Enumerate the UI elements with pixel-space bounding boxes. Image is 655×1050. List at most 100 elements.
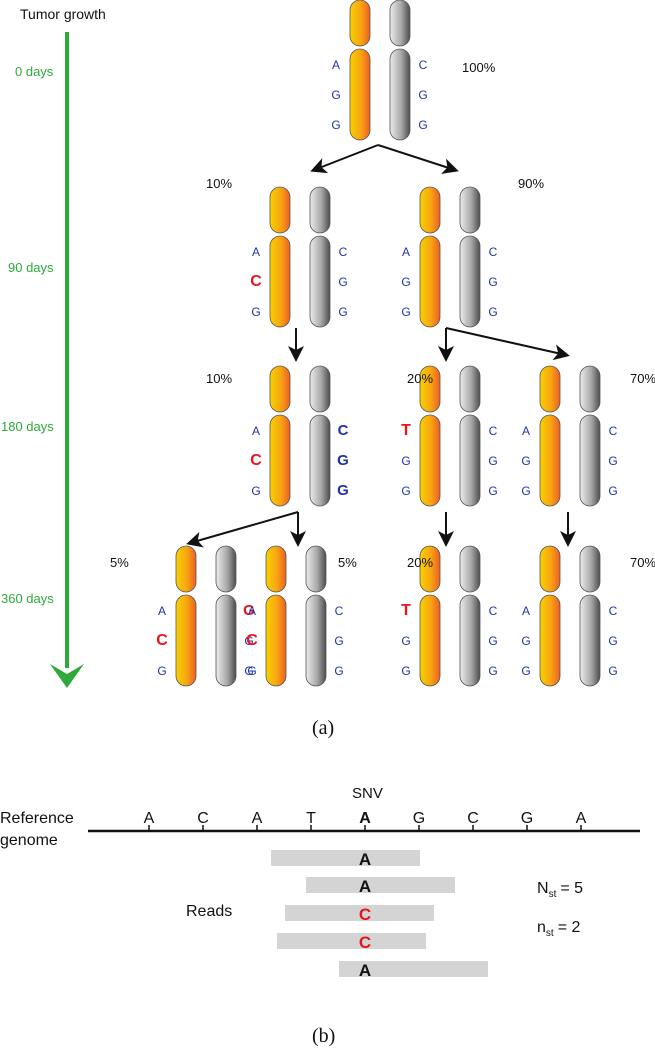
mutated-base: T: [401, 422, 411, 439]
chromosome-maternal-long-arm: [349, 48, 371, 141]
base-label: G: [337, 482, 349, 499]
base-label: A: [522, 604, 530, 618]
read-bar: [277, 933, 426, 949]
base-label: C: [609, 604, 618, 618]
chromosome-maternal: [175, 545, 197, 687]
chromosome-maternal-long-arm: [269, 235, 291, 328]
chromosome-paternal-long-arm: [579, 594, 601, 687]
base-label: C: [609, 424, 618, 438]
reads-label: Reads: [186, 903, 232, 920]
chromosome-paternal-long-arm: [309, 414, 331, 507]
chromosome-maternal: [539, 545, 561, 687]
timeline-arrow-head: [50, 664, 84, 688]
base-label: A: [252, 245, 260, 259]
base-label: G: [338, 275, 347, 289]
chromosome-paternal-short-arm: [579, 545, 601, 593]
reference-base: A: [144, 810, 155, 827]
base-label: G: [488, 454, 497, 468]
base-label: A: [332, 58, 340, 72]
total-reads-value: = 5: [560, 880, 583, 897]
read-variant-base: C: [359, 905, 371, 924]
base-label: G: [608, 454, 617, 468]
mutated-base: C: [156, 632, 168, 649]
mutated-base: C: [250, 452, 262, 469]
base-label: G: [401, 484, 410, 498]
chromosome-maternal-long-arm: [265, 594, 287, 687]
read-base: A: [359, 877, 371, 896]
chromosome-paternal-short-arm: [309, 186, 331, 234]
base-label: G: [488, 275, 497, 289]
clone-percent: 10%: [206, 371, 232, 386]
clone-groups: 100%AGGCGG10%ACGCGG90%AGGCGG10%ACGCGG20%…: [110, 0, 655, 687]
day-label-180: 180 days: [1, 419, 54, 434]
reference-base: A: [359, 810, 371, 827]
chromosome-maternal-short-arm: [349, 0, 371, 47]
chromosome-paternal-short-arm: [459, 365, 481, 413]
total-reads-label: Nst= 5: [537, 880, 583, 900]
base-label: G: [521, 484, 530, 498]
chromosome-maternal-short-arm: [419, 365, 441, 413]
base-label: G: [418, 118, 427, 132]
mutated-base: G: [243, 602, 255, 619]
read-bar: [339, 961, 488, 977]
chromosome-paternal-short-arm: [579, 365, 601, 413]
clone-percent: 5%: [338, 555, 357, 570]
chromosome-paternal: [389, 0, 411, 141]
base-label: G: [334, 634, 343, 648]
base-label: G: [251, 484, 260, 498]
chromosome-paternal-long-arm: [459, 594, 481, 687]
base-label: G: [244, 634, 253, 648]
base-label: G: [488, 664, 497, 678]
reference-base: C: [467, 810, 479, 827]
chromosome-maternal-short-arm: [269, 186, 291, 234]
chromosome-paternal: [309, 365, 331, 507]
total-reads-symbol: N: [537, 880, 549, 897]
chromosome-maternal: [419, 186, 441, 328]
clone-percent: 70%: [630, 371, 655, 386]
chromosome-paternal-short-arm: [459, 186, 481, 234]
clone-percent: 5%: [110, 555, 129, 570]
read: C: [277, 933, 426, 952]
chromosome-paternal: [215, 545, 237, 687]
chromosome-paternal-short-arm: [305, 545, 327, 593]
chromosome-paternal: [579, 545, 601, 687]
chromosome-maternal-long-arm: [269, 414, 291, 507]
mutated-base: C: [246, 632, 258, 649]
base-label: G: [521, 664, 530, 678]
chromosome-paternal-long-arm: [305, 594, 327, 687]
chromosome-paternal-long-arm: [579, 414, 601, 507]
base-label: G: [157, 664, 166, 678]
chromosome-maternal: [539, 365, 561, 507]
chromosome-maternal-long-arm: [419, 235, 441, 328]
variant-reads-value: = 2: [558, 919, 581, 936]
chromosome-maternal-short-arm: [539, 365, 561, 413]
chromosome-paternal-short-arm: [215, 545, 237, 593]
lineage-arrow-root-right: [377, 144, 459, 174]
chromosome-maternal-short-arm: [269, 365, 291, 413]
chromosome-maternal: [269, 186, 291, 328]
read-base: A: [359, 850, 371, 869]
chromosome-maternal: [269, 365, 291, 507]
chromosome-paternal: [305, 545, 327, 687]
snv-label: SNV: [352, 785, 383, 802]
base-label: G: [521, 454, 530, 468]
chromosome-maternal-long-arm: [419, 594, 441, 687]
base-label: C: [339, 245, 348, 259]
chromosome-maternal: [349, 0, 371, 141]
base-label: G: [251, 305, 260, 319]
chromosome-paternal: [459, 365, 481, 507]
mutated-base: C: [250, 273, 262, 290]
base-label: C: [335, 604, 344, 618]
chromosome-maternal-long-arm: [539, 594, 561, 687]
lineage-arrows: [186, 144, 576, 548]
read-variant-base: C: [359, 933, 371, 952]
timeline-title: Tumor growth: [20, 6, 106, 22]
chromosome-paternal-long-arm: [459, 414, 481, 507]
